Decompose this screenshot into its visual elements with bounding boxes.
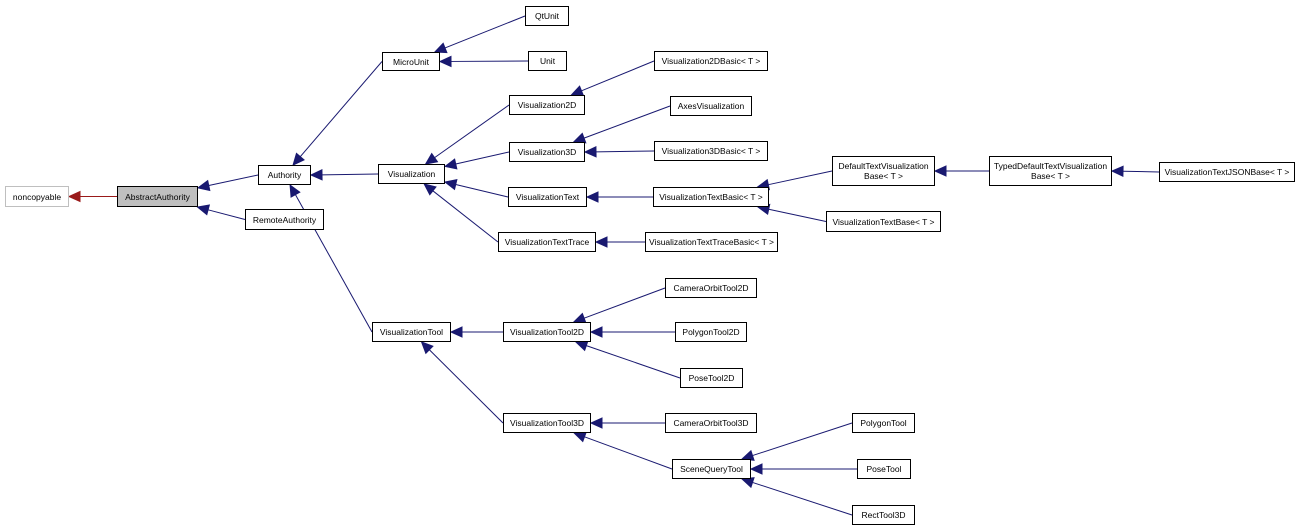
arrowhead-icon bbox=[443, 158, 458, 170]
node-default-text-visualization-base[interactable]: DefaultTextVisualization Base< T > bbox=[832, 156, 935, 186]
arrowhead-icon bbox=[449, 326, 463, 338]
inheritance-edge bbox=[433, 15, 526, 54]
node-remote-authority[interactable]: RemoteAuthority bbox=[245, 209, 324, 230]
arrowhead-icon bbox=[196, 179, 211, 192]
node-typed-default-text-visualization-base[interactable]: TypedDefaultTextVisualization Base< T > bbox=[989, 156, 1112, 186]
node-visualization-text-trace[interactable]: VisualizationTextTrace bbox=[498, 232, 596, 252]
arrowhead-icon bbox=[424, 152, 439, 165]
node-authority[interactable]: Authority bbox=[258, 165, 311, 185]
inheritance-edge bbox=[589, 326, 675, 338]
inheritance-edge bbox=[420, 341, 504, 424]
arrowhead-icon bbox=[573, 431, 587, 443]
node-axes-visualization[interactable]: AxesVisualization bbox=[670, 96, 752, 116]
inheritance-edge bbox=[933, 165, 989, 177]
arrowhead-icon bbox=[583, 146, 597, 158]
inheritance-edge bbox=[67, 190, 117, 203]
inheritance-edge bbox=[573, 431, 673, 470]
node-visualization-tool-2d[interactable]: VisualizationTool2D bbox=[503, 322, 591, 342]
node-visualization-text-json-base[interactable]: VisualizationTextJSONBase< T > bbox=[1159, 162, 1295, 182]
inheritance-edge bbox=[749, 463, 857, 475]
inheritance-edge bbox=[574, 340, 681, 379]
arrowhead-icon bbox=[589, 326, 603, 338]
arrowhead-icon bbox=[594, 236, 608, 248]
node-visualization-2d[interactable]: Visualization2D bbox=[509, 95, 585, 115]
arrowhead-icon bbox=[585, 191, 599, 203]
arrowhead-icon bbox=[423, 183, 437, 196]
inheritance-edge bbox=[583, 146, 655, 158]
inheritance-edge bbox=[570, 60, 655, 96]
inheritance-edge bbox=[740, 422, 853, 461]
inheritance-edge bbox=[443, 151, 510, 170]
inheritance-edge bbox=[449, 326, 503, 338]
inheritance-edge bbox=[438, 55, 529, 68]
node-visualization-tool[interactable]: VisualizationTool bbox=[372, 322, 451, 342]
node-rect-tool-3d[interactable]: RectTool3D bbox=[852, 505, 915, 525]
node-visualization-text-basic[interactable]: VisualizationTextBasic< T > bbox=[653, 187, 769, 207]
arrowhead-icon bbox=[740, 477, 755, 489]
arrowhead-icon bbox=[67, 190, 81, 203]
arrowhead-icon bbox=[933, 165, 947, 177]
arrowhead-icon bbox=[420, 341, 434, 355]
inheritance-edge bbox=[424, 104, 510, 165]
inheritance-edge bbox=[572, 287, 666, 324]
edge-layer bbox=[67, 15, 1160, 516]
inheritance-edge bbox=[740, 477, 853, 516]
node-unit[interactable]: Unit bbox=[528, 51, 567, 71]
inheritance-edge bbox=[589, 417, 665, 429]
inheritance-edge bbox=[594, 236, 645, 248]
node-qt-unit[interactable]: QtUnit bbox=[525, 6, 569, 26]
inheritance-edge bbox=[423, 183, 499, 243]
inheritance-edge bbox=[443, 179, 509, 198]
arrowhead-icon bbox=[433, 42, 448, 54]
node-visualization-tool-3d[interactable]: VisualizationTool3D bbox=[503, 413, 591, 433]
arrowhead-icon bbox=[438, 55, 452, 68]
node-scene-query-tool[interactable]: SceneQueryTool bbox=[672, 459, 751, 479]
inheritance-edge bbox=[196, 204, 246, 220]
inheritance-edge bbox=[292, 61, 383, 166]
node-visualization-text-base[interactable]: VisualizationTextBase< T > bbox=[826, 211, 941, 232]
arrowhead-icon bbox=[574, 340, 589, 352]
node-visualization-3d-basic[interactable]: Visualization3DBasic< T > bbox=[654, 141, 768, 161]
node-visualization[interactable]: Visualization bbox=[378, 164, 445, 184]
arrowhead-icon bbox=[309, 169, 323, 181]
node-visualization-text[interactable]: VisualizationText bbox=[508, 187, 587, 207]
node-camera-orbit-tool-2d[interactable]: CameraOrbitTool2D bbox=[665, 278, 757, 298]
node-polygon-tool-2d[interactable]: PolygonTool2D bbox=[675, 322, 747, 342]
node-polygon-tool[interactable]: PolygonTool bbox=[852, 413, 915, 433]
arrowhead-icon bbox=[289, 183, 301, 198]
arrowhead-icon bbox=[443, 179, 458, 191]
arrowhead-icon bbox=[1110, 165, 1124, 178]
inheritance-edge bbox=[1110, 165, 1160, 178]
node-micro-unit[interactable]: MicroUnit bbox=[382, 52, 440, 71]
arrowhead-icon bbox=[749, 463, 763, 475]
inheritance-edge bbox=[572, 105, 671, 144]
arrowhead-icon bbox=[196, 204, 211, 216]
node-noncopyable[interactable]: noncopyable bbox=[5, 186, 69, 207]
node-visualization-2d-basic[interactable]: Visualization2DBasic< T > bbox=[654, 51, 768, 71]
node-visualization-text-trace-basic[interactable]: VisualizationTextTraceBasic< T > bbox=[645, 232, 778, 252]
node-pose-tool[interactable]: PoseTool bbox=[857, 459, 911, 479]
arrowhead-icon bbox=[292, 152, 305, 166]
node-camera-orbit-tool-3d[interactable]: CameraOrbitTool3D bbox=[665, 413, 757, 433]
node-abstract-authority[interactable]: AbstractAuthority bbox=[117, 186, 198, 207]
node-visualization-3d[interactable]: Visualization3D bbox=[509, 142, 585, 162]
inheritance-edge bbox=[289, 183, 373, 333]
arrowhead-icon bbox=[589, 417, 603, 429]
inheritance-edge bbox=[309, 169, 379, 181]
node-pose-tool-2d[interactable]: PoseTool2D bbox=[680, 368, 743, 388]
inheritance-edge bbox=[196, 174, 259, 192]
inheritance-edge bbox=[585, 191, 653, 203]
